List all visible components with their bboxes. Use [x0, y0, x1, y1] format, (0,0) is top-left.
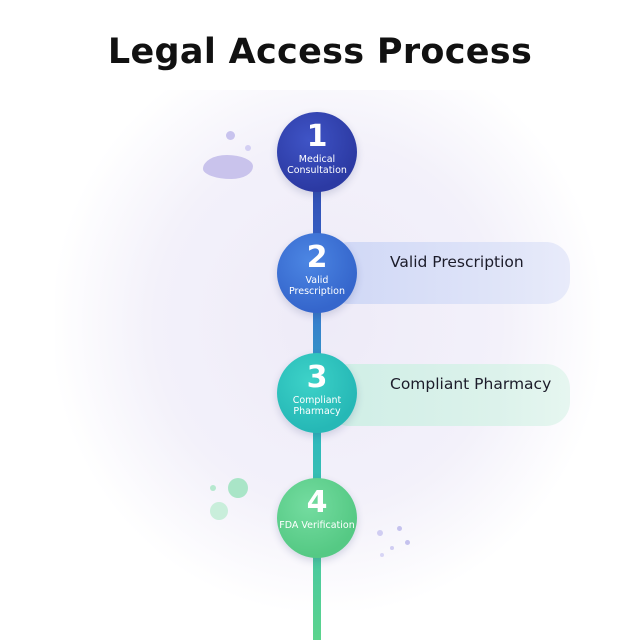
decorative-dot	[377, 530, 383, 536]
step-2-panel: Valid Prescription	[325, 242, 570, 304]
step-2-panel-text: Valid Prescription	[390, 253, 524, 271]
step-1-label: Medical Consultation	[287, 154, 347, 176]
step-3-node: 3 Compliant Pharmacy	[277, 353, 357, 433]
decorative-dot	[226, 131, 235, 140]
step-1-number: 1	[306, 119, 328, 154]
step-4-node: 4 FDA Verification	[277, 478, 357, 558]
step-2-number: 2	[306, 240, 328, 275]
decorative-dot	[405, 540, 410, 545]
decorative-dot	[245, 145, 251, 151]
decorative-dot	[390, 546, 394, 550]
step-2-label: Valid Prescription	[288, 275, 346, 297]
step-2-node: 2 Valid Prescription	[277, 233, 357, 313]
decorative-blob	[203, 155, 253, 179]
page-title: Legal Access Process	[107, 32, 533, 72]
decorative-dot	[210, 485, 216, 491]
step-4-label: FDA Verification	[279, 520, 355, 531]
decorative-dot	[380, 553, 384, 557]
step-3-number: 3	[306, 360, 328, 395]
step-1-node: 1 Medical Consultation	[277, 112, 357, 192]
step-3-label: Compliant Pharmacy	[292, 395, 342, 417]
step-3-panel-text: Compliant Pharmacy	[390, 375, 552, 393]
decorative-dot	[397, 526, 402, 531]
decorative-dot	[210, 502, 228, 520]
decorative-dot	[228, 478, 248, 498]
step-4-number: 4	[306, 485, 328, 520]
step-3-panel: Compliant Pharmacy	[325, 364, 570, 426]
